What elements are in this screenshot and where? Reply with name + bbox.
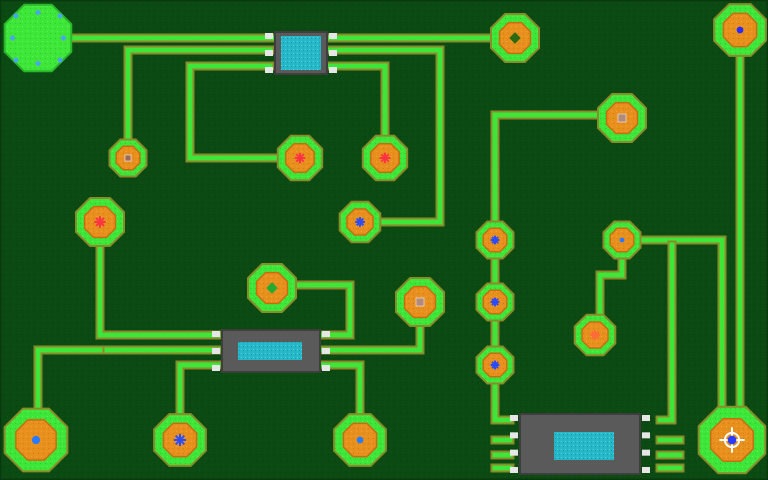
- trace: [657, 242, 675, 423]
- pad-right-orange[interactable]: [573, 313, 617, 357]
- chip-pin: [212, 331, 220, 337]
- diamond-icon: [60, 35, 67, 41]
- sparkle-icon: [94, 216, 106, 228]
- chip-window: [238, 342, 302, 360]
- trace: [187, 63, 303, 161]
- trace: [327, 63, 388, 159]
- diamond-icon: [35, 60, 41, 67]
- chip-pin: [322, 348, 330, 354]
- diamond-icon: [12, 12, 19, 19]
- diamond-icon: [35, 9, 41, 16]
- sparkle-icon: [294, 152, 306, 164]
- pad-column-a[interactable]: [475, 220, 515, 260]
- pad-bottom-blue-a[interactable]: [153, 413, 207, 467]
- chip-pin: [212, 365, 220, 371]
- diamond-icon: [12, 57, 19, 64]
- pad-bottom-right-corner[interactable]: [697, 405, 767, 475]
- chip-pin: [510, 415, 518, 421]
- pad-center-right-square[interactable]: [395, 277, 445, 327]
- sparkle-icon: [490, 297, 500, 307]
- source-pad: [3, 3, 73, 73]
- chips: [212, 31, 650, 475]
- traces: [33, 25, 745, 473]
- diamond-icon: [57, 12, 64, 19]
- chip-pin: [329, 67, 337, 73]
- chip-pin: [642, 415, 650, 421]
- pad-bottom-blue-b[interactable]: [333, 413, 387, 467]
- chip-pin: [212, 348, 220, 354]
- chip-pin: [642, 449, 650, 456]
- sparkle-icon: [173, 433, 187, 447]
- chip-top[interactable]: [265, 31, 337, 75]
- chip-bottom-right[interactable]: [510, 413, 650, 475]
- pads: [3, 3, 767, 475]
- pad-left-pink[interactable]: [75, 197, 125, 247]
- chip-middle[interactable]: [212, 329, 330, 373]
- diamond-icon: [509, 32, 521, 44]
- sparkle-icon: [490, 235, 500, 245]
- sparkle-icon: [379, 152, 391, 164]
- pad-right-blue[interactable]: [602, 220, 642, 260]
- chip-pin: [265, 50, 273, 56]
- sparkle-icon: [355, 217, 365, 227]
- chip-pin: [322, 365, 330, 371]
- pad-mid-blue[interactable]: [338, 200, 382, 244]
- chip-pin: [329, 33, 337, 39]
- chip-pin: [510, 467, 518, 473]
- trace: [327, 47, 443, 225]
- pad-corner-top-right[interactable]: [713, 3, 767, 57]
- trace: [125, 47, 273, 159]
- chip-pin: [510, 432, 518, 439]
- trace: [492, 112, 625, 423]
- crosshair-icon: [719, 427, 745, 453]
- diamond-icon: [9, 35, 16, 41]
- pad-top-right-a[interactable]: [490, 13, 540, 63]
- trace: [269, 282, 353, 338]
- sparkle-icon: [590, 330, 600, 340]
- pad-center-green[interactable]: [247, 263, 297, 313]
- dot-icon: [356, 436, 364, 444]
- pad-mid-pink-a[interactable]: [276, 134, 324, 182]
- chip-pin: [642, 467, 650, 473]
- chip-pin: [265, 33, 273, 39]
- sparkle-icon: [490, 360, 500, 370]
- square-icon: [124, 154, 132, 162]
- pad-upper-right-square[interactable]: [597, 93, 647, 143]
- chip-pin: [329, 50, 337, 56]
- chip-pin: [322, 331, 330, 337]
- chip-window: [554, 432, 614, 460]
- square-icon: [415, 297, 425, 307]
- diamond-icon: [57, 57, 64, 64]
- diamond-icon: [266, 282, 278, 294]
- pad-left-small[interactable]: [108, 138, 148, 178]
- dot-icon: [31, 435, 41, 445]
- chip-pin: [265, 67, 273, 73]
- trace: [619, 237, 725, 443]
- chip-pin: [642, 432, 650, 439]
- dot-icon: [619, 237, 625, 243]
- square-icon: [617, 113, 627, 123]
- chip-window: [281, 36, 321, 70]
- pad-mid-pink-b[interactable]: [361, 134, 409, 182]
- pad-source-top-left[interactable]: [3, 3, 73, 73]
- pad-bottom-left-corner[interactable]: [3, 407, 69, 473]
- dot-icon: [736, 26, 744, 34]
- trace: [97, 219, 221, 338]
- pad-column-c[interactable]: [475, 345, 515, 385]
- chip-pin: [510, 449, 518, 456]
- pad-column-b[interactable]: [475, 282, 515, 322]
